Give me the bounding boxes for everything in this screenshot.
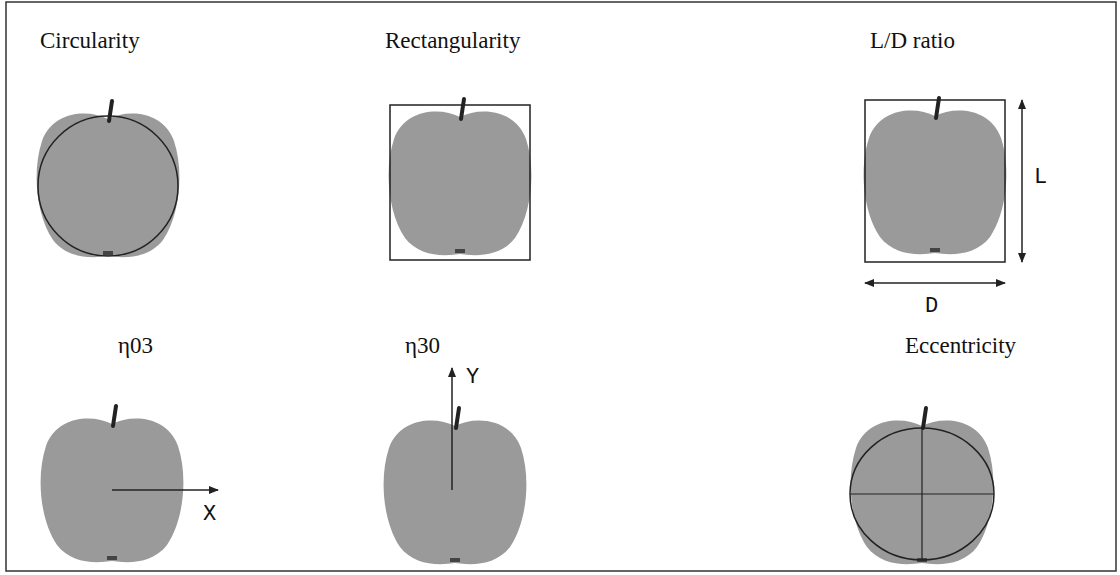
feature-title: η30 (405, 333, 440, 358)
feature-title: η03 (118, 333, 153, 358)
length-arrow (1021, 180, 1023, 262)
dimension-label: L (1034, 166, 1047, 190)
minor-axis (921, 428, 922, 560)
bounding-box (865, 100, 1005, 262)
apple-shape (389, 99, 532, 255)
apple-shape (851, 408, 994, 564)
feature-title: L/D ratio (870, 28, 955, 53)
diameter-arrow (865, 282, 935, 284)
dimension-label: D (925, 295, 938, 319)
bounding-box (390, 105, 530, 260)
x-axis (112, 489, 218, 491)
frame (6, 2, 1116, 571)
y-axis (451, 368, 453, 490)
length-arrow (1021, 100, 1023, 180)
apple-shape (864, 98, 1007, 254)
axis-label: Y (466, 366, 479, 390)
circle-outline (38, 116, 178, 256)
diameter-arrow (935, 282, 1005, 284)
feature-title: Circularity (40, 28, 140, 53)
axis-label: X (203, 503, 216, 527)
apple-shape (41, 406, 184, 562)
feature-title: Eccentricity (905, 333, 1016, 358)
apple-shape (384, 408, 527, 564)
ellipse-outline (850, 428, 994, 560)
apple-shape (37, 101, 180, 257)
feature-title: Rectangularity (385, 28, 520, 53)
